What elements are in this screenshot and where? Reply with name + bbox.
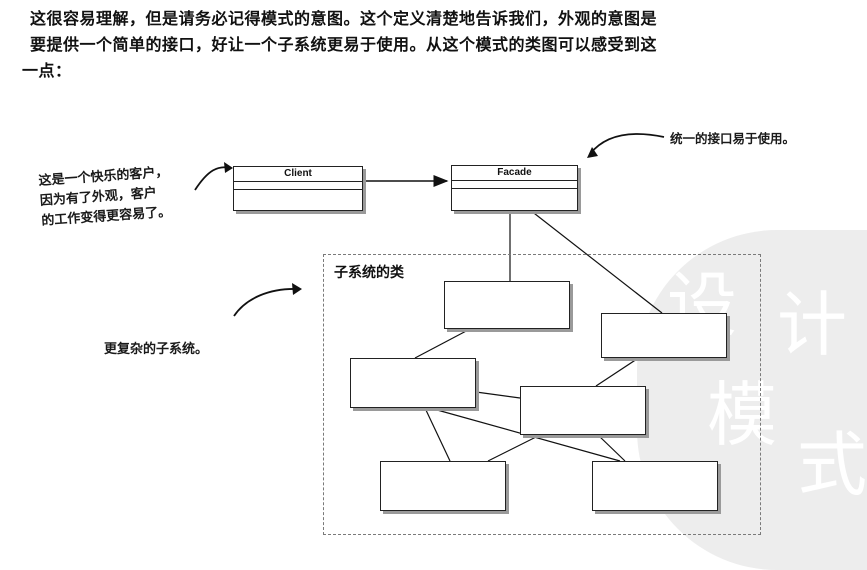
- subsystem-class-box: [601, 313, 727, 358]
- watermark-glyph: 计: [777, 284, 847, 366]
- unified-interface-note: 统一的接口易于使用。: [670, 131, 796, 146]
- watermark-glyph: 模: [707, 374, 777, 456]
- subsystem-link: [595, 356, 641, 387]
- subsystem-link: [597, 434, 626, 462]
- happy-client-note: 这是一个快乐的客户， 因为有了外观，客户 的工作变得更容易了。: [38, 160, 212, 232]
- subsystem-link: [424, 407, 451, 462]
- facade-class-name: Facade: [452, 166, 577, 181]
- paragraph-line-2: 要提供一个简单的接口，好让一个子系统更易于使用。从这个模式的类图可以感受到这: [30, 35, 658, 54]
- annotation-arrow-subsystem: [233, 288, 299, 317]
- subsystem-class-box: [520, 386, 646, 435]
- subsystem-class-box: [350, 358, 476, 408]
- paragraph-line-3: 一点：: [22, 61, 72, 80]
- annotation-arrow-top-right: [589, 133, 665, 155]
- annotation-arrow-top-right-head: [587, 147, 598, 158]
- subsystem-boundary: [323, 254, 761, 535]
- subsystem-class-box: [592, 461, 718, 511]
- subsystem-title: 子系统的类: [334, 265, 404, 281]
- class-diagram: [194, 133, 665, 462]
- subsystem-link: [487, 434, 541, 462]
- watermark-glyph: 式: [797, 424, 867, 506]
- intro-paragraph: 这很容易理解，但是请务必记得模式的意图。这个定义清楚地告诉我们，外观的意图是 要…: [22, 6, 830, 84]
- subsystem-link: [475, 391, 521, 399]
- annotation-arrow-left-head: [224, 162, 233, 173]
- watermark-seal: 设 计 模 式: [637, 230, 867, 570]
- subsystem-class-box: [444, 281, 570, 329]
- client-attributes-section: [234, 182, 362, 190]
- annotation-arrow-subsystem-head: [292, 283, 302, 295]
- client-class-box: Client: [233, 166, 363, 211]
- complex-subsystem-note: 更复杂的子系统。: [104, 342, 209, 357]
- client-class-name: Client: [234, 167, 362, 182]
- subsystem-class-box: [380, 461, 506, 511]
- facade-attributes-section: [452, 181, 577, 189]
- facade-class-box: Facade: [451, 165, 578, 211]
- paragraph-line-1: 这很容易理解，但是请务必记得模式的意图。这个定义清楚地告诉我们，外观的意图是: [30, 9, 658, 28]
- subsystem-link: [414, 328, 471, 359]
- facade-link-2: [529, 209, 663, 314]
